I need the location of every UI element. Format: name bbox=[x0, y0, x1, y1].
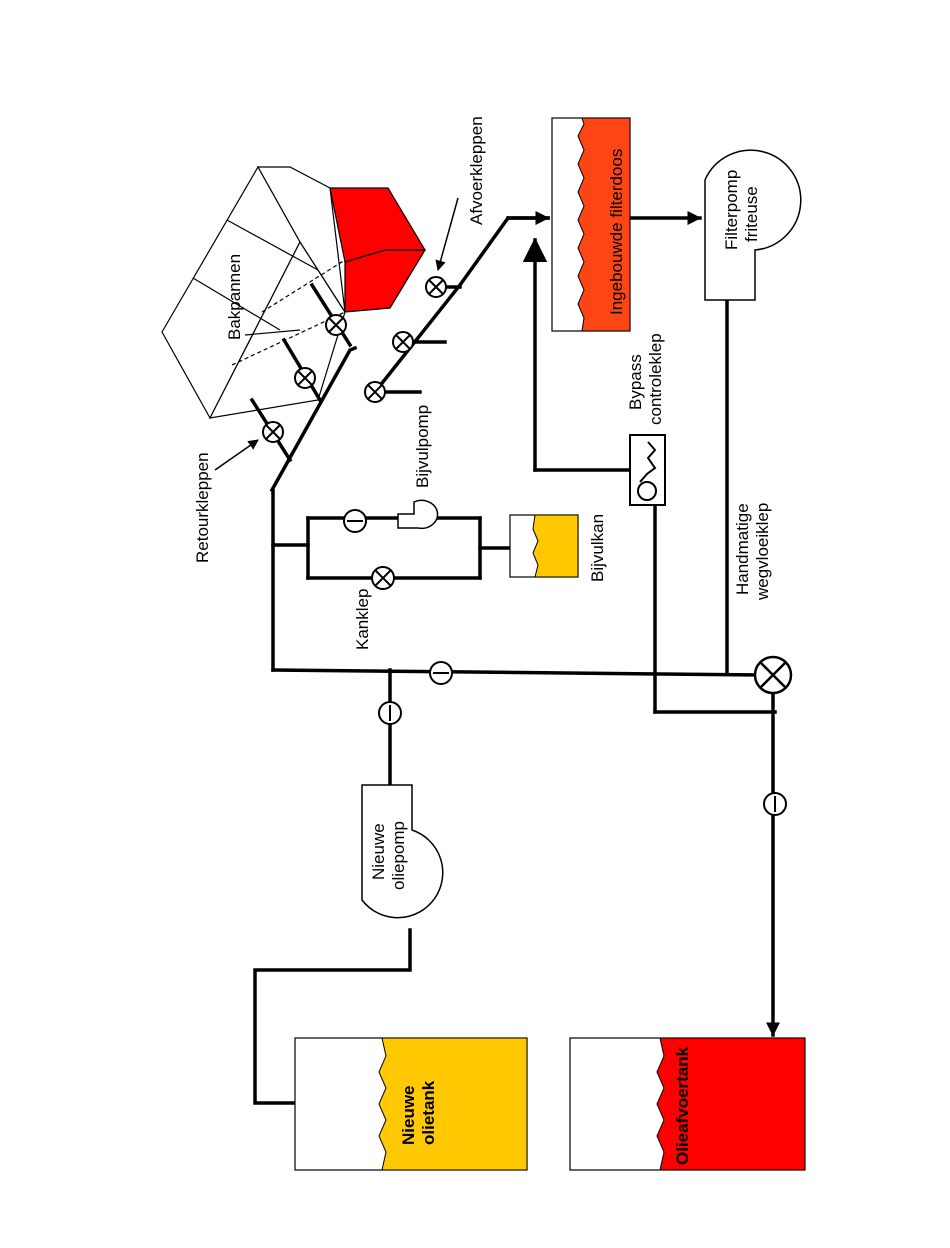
check-valve-icon bbox=[430, 662, 452, 684]
nieuwe-olietank: Nieuwe olietank bbox=[295, 1038, 527, 1170]
pump-icon bbox=[398, 500, 438, 528]
valve-icon[interactable] bbox=[295, 368, 315, 388]
valve-icon[interactable] bbox=[393, 332, 413, 352]
olieafvoertank-label: Olieafvoertank bbox=[673, 1046, 692, 1165]
valve-icon[interactable] bbox=[326, 315, 346, 335]
bijvulkan-label: Bijvulkan bbox=[588, 514, 607, 582]
bypass-label-1: Bypass bbox=[626, 354, 645, 410]
ingebouwde-filterdoos: Ingebouwde filterdoos bbox=[552, 118, 630, 331]
check-valve-icon bbox=[344, 510, 366, 532]
nieuwe-olietank-label-2: olietank bbox=[419, 1080, 438, 1145]
valve-icon[interactable] bbox=[263, 422, 283, 442]
filterpomp-label-2: friteuse bbox=[742, 186, 761, 242]
check-valve-icon bbox=[379, 702, 401, 724]
kanklep-valve[interactable] bbox=[372, 567, 394, 589]
bypass-label-2: controleklep bbox=[646, 333, 665, 425]
fryer-red-side-lower bbox=[345, 250, 425, 312]
valve-icon[interactable] bbox=[426, 277, 446, 297]
handmatige-label-1: Handmatige bbox=[733, 503, 752, 595]
bypass-valve-icon[interactable] bbox=[630, 435, 665, 505]
nieuwe-olietank-label-1: Nieuwe bbox=[399, 1085, 418, 1145]
nieuwe-oliepomp-label-1: Nieuwe bbox=[369, 823, 388, 880]
bijvulpomp-label: Bijvulpomp bbox=[413, 405, 432, 488]
arrow-icon bbox=[438, 198, 458, 270]
valve-icon[interactable] bbox=[365, 382, 385, 402]
handmatige-wegvloeiklep-valve[interactable] bbox=[755, 657, 791, 693]
tank-icon bbox=[533, 515, 578, 577]
filterdoos-label: Ingebouwde filterdoos bbox=[607, 149, 626, 315]
retourkleppen-label: Retourkleppen bbox=[193, 452, 212, 563]
nieuwe-oliepomp-label-2: oliepomp bbox=[389, 821, 408, 890]
olieafvoertank: Olieafvoertank bbox=[570, 1038, 805, 1170]
arrow-icon bbox=[215, 440, 258, 470]
filterpomp-label-1: Filterpomp bbox=[722, 170, 741, 250]
bijvulpomp-pump bbox=[398, 500, 438, 528]
bijvulkan-tank: Bijvulkan bbox=[510, 514, 607, 582]
check-valve-icon bbox=[764, 793, 786, 815]
handmatige-label-2: wegvloeiklep bbox=[753, 503, 772, 601]
kanklep-label: Kanklep bbox=[353, 589, 372, 650]
bakpannen-label: Bakpannen bbox=[225, 254, 244, 340]
afvoerkleppen-label: Afvoerkleppen bbox=[467, 116, 486, 225]
